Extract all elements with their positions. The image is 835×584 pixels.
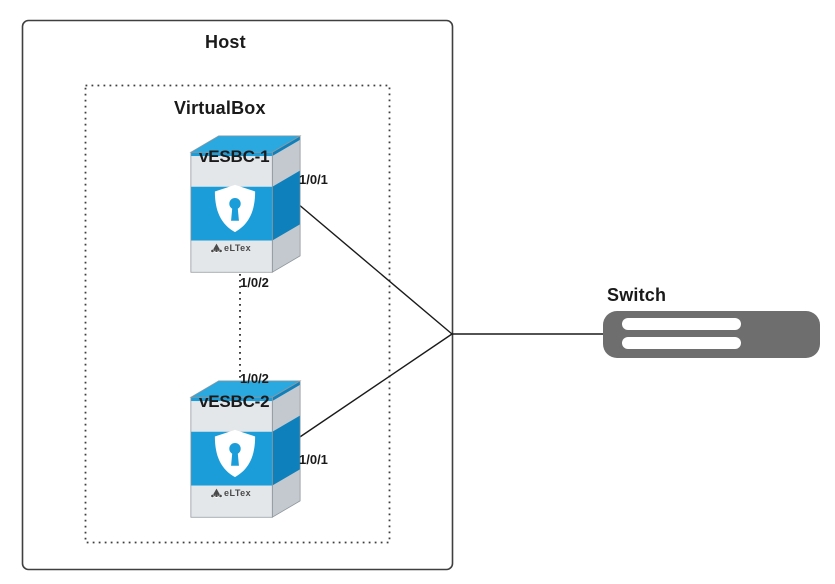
virtualbox-title: VirtualBox bbox=[174, 98, 266, 118]
port-label-vesbc1-bottom: 1/0/2 bbox=[240, 275, 269, 290]
switch-slot-1 bbox=[622, 318, 741, 330]
device-vesbc-2-label: vESBC-2 bbox=[199, 392, 270, 411]
device-vesbc-2-brand: eLTex bbox=[224, 488, 252, 498]
host-container-box bbox=[21, 19, 454, 571]
device-vesbc-1-brand: eLTex bbox=[224, 243, 252, 253]
link-vesbc1-to-switch bbox=[290, 197, 453, 335]
port-label-vesbc1-right: 1/0/1 bbox=[299, 172, 328, 187]
switch-slot-2 bbox=[622, 337, 741, 349]
port-label-vesbc2-top: 1/0/2 bbox=[240, 371, 269, 386]
port-label-vesbc2-right: 1/0/1 bbox=[299, 452, 328, 467]
virtualbox-container-box bbox=[84, 84, 391, 544]
switch-device[interactable] bbox=[603, 311, 820, 358]
switch-title: Switch bbox=[607, 285, 667, 305]
link-lines bbox=[239, 197, 610, 444]
host-title: Host bbox=[205, 32, 246, 52]
device-vesbc-1-label: vESBC-1 bbox=[199, 147, 270, 166]
link-vesbc2-to-switch bbox=[290, 333, 453, 444]
